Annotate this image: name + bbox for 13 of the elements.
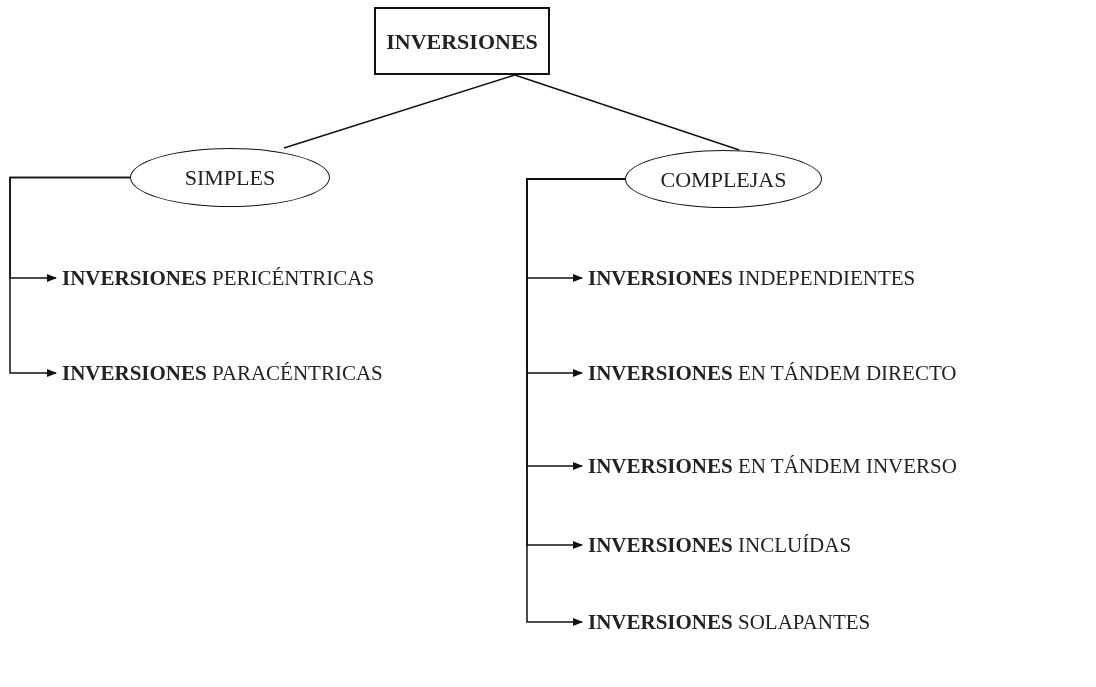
inversion-type-label: INVERSIONES INCLUÍDAS <box>588 531 852 559</box>
connector-line <box>283 74 516 149</box>
inversion-type-label: INVERSIONES PARACÉNTRICAS <box>62 359 383 387</box>
category-ellipse: COMPLEJAS <box>625 150 822 208</box>
category-ellipse: SIMPLES <box>130 148 330 207</box>
inversion-type-label: INVERSIONES INDEPENDIENTES <box>588 264 916 292</box>
arrow <box>9 176 131 377</box>
title-box: INVERSIONES <box>374 7 550 75</box>
inversion-type-label: INVERSIONES PERICÉNTRICAS <box>62 264 375 292</box>
inversion-type-label: INVERSIONES EN TÁNDEM DIRECTO <box>588 359 957 387</box>
inversion-type-label: INVERSIONES SOLAPANTES <box>588 608 871 636</box>
inversion-type-label: INVERSIONES EN TÁNDEM INVERSO <box>588 452 957 480</box>
connector-line <box>514 74 740 151</box>
